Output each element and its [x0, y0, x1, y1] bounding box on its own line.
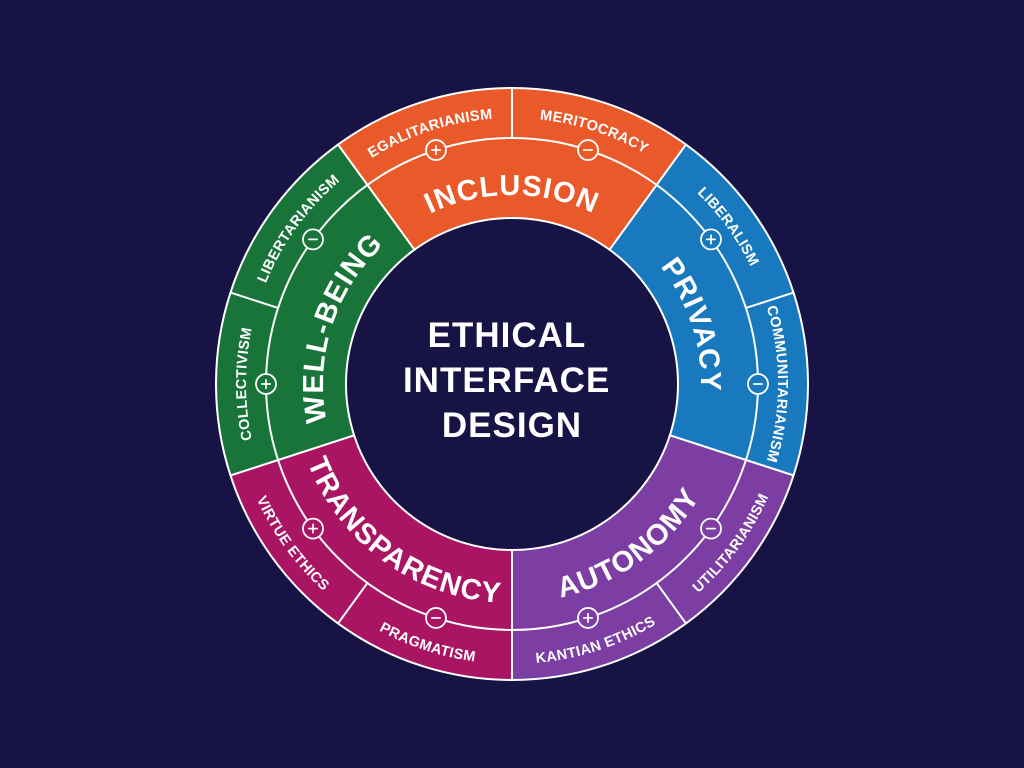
philosophy-label-collectivism: COLLECTIVISM: [234, 326, 256, 442]
plus-icon: [430, 144, 442, 156]
philosophy-divider: [230, 291, 279, 309]
polarity-marker-liberalism: [700, 228, 722, 251]
polarity-marker-meritocracy: [577, 139, 599, 161]
center-title-line-3: DESIGN: [442, 406, 582, 445]
plus-icon: [705, 234, 717, 245]
philosophy-divider: [745, 291, 794, 309]
polarity-marker-pragmatism: [425, 607, 447, 629]
polarity-marker-communitarianism: [747, 373, 769, 395]
segment-inclusion: [337, 87, 687, 251]
center-title: ETHICAL INTERFACE DESIGN: [403, 316, 621, 445]
polarity-marker-virtue-ethics: [302, 517, 324, 540]
plus-icon: [307, 523, 319, 534]
philosophy-divider: [655, 582, 687, 625]
polarity-marker-collectivism: [255, 373, 277, 395]
center-title-line-1: ETHICAL: [428, 316, 586, 355]
polarity-marker-utilitarianism: [700, 517, 722, 540]
polarity-marker-egalitarianism: [425, 139, 447, 161]
polarity-marker-kantian-ethics: [577, 607, 599, 629]
polarity-marker-libertarianism: [302, 228, 324, 251]
plus-icon: [582, 612, 594, 624]
center-title-line-2: INTERFACE: [403, 361, 610, 400]
philosophy-divider: [337, 582, 369, 625]
plus-icon: [260, 378, 272, 390]
